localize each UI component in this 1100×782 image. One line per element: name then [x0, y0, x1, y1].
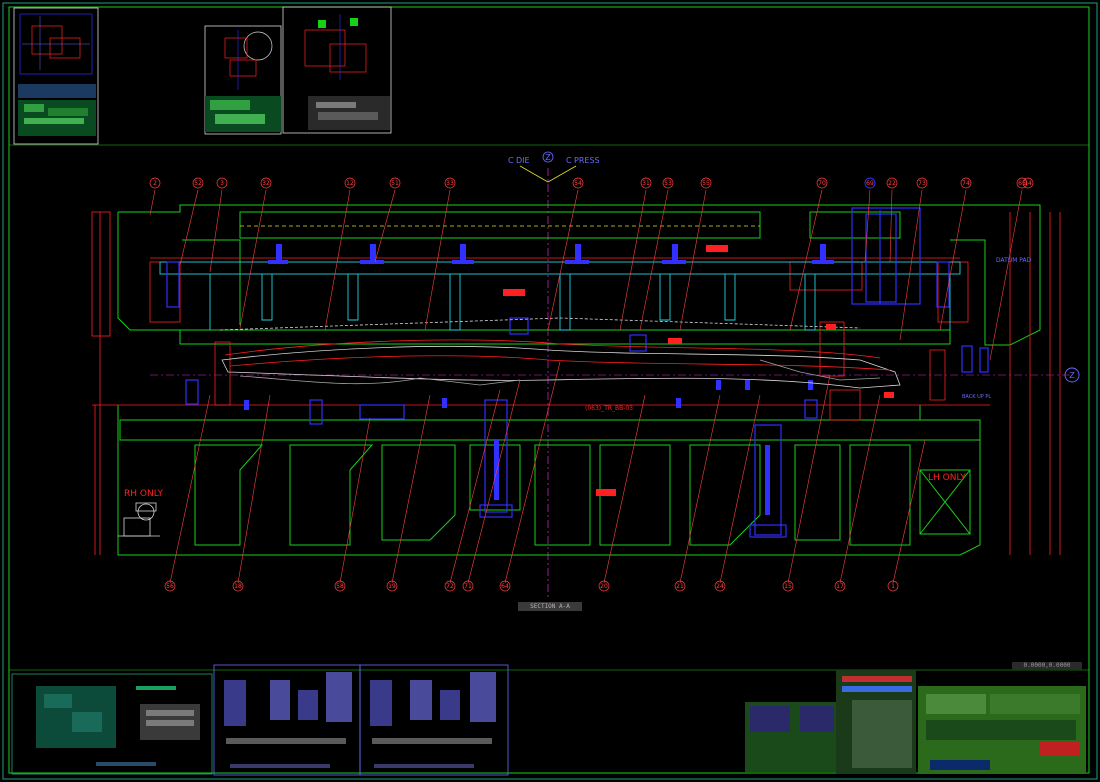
balloon[interactable]: 12	[344, 177, 356, 189]
balloons-bottom-group: 56 18 58 19 72 71 64 20 21 24 15 17 1	[164, 580, 899, 592]
svg-text:2: 2	[153, 180, 157, 187]
svg-text:71: 71	[464, 583, 472, 590]
svg-text:18: 18	[234, 583, 242, 590]
rh-only-note: RH ONLY	[124, 489, 164, 499]
svg-text:52: 52	[194, 180, 202, 187]
svg-text:55: 55	[702, 180, 710, 187]
svg-text:PRESS: PRESS	[574, 156, 600, 165]
svg-text:32: 32	[262, 180, 270, 187]
svg-text:56: 56	[166, 583, 174, 590]
balloon[interactable]: 19	[386, 580, 398, 592]
rh-cylinder-device	[118, 502, 160, 537]
svg-text:64: 64	[501, 583, 509, 590]
balloon[interactable]: 53	[662, 177, 674, 189]
blue-bolts	[244, 244, 834, 515]
svg-text:C: C	[566, 156, 572, 165]
balloon[interactable]: 22	[886, 177, 898, 189]
centerline-marker	[519, 165, 577, 183]
part-profile	[219, 317, 901, 389]
back-up-note: BACK UP PL	[962, 394, 991, 400]
balloon[interactable]: 1	[887, 580, 899, 592]
lh-only-note: LH ONLY	[928, 473, 966, 483]
leader-lines-top	[149, 189, 1023, 361]
coordinate-readout: 0.0000,0.0000	[1012, 662, 1082, 670]
svg-text:15: 15	[784, 583, 792, 590]
svg-text:C: C	[508, 156, 514, 165]
balloon[interactable]: 70	[816, 177, 828, 189]
leader-lines-bottom	[169, 361, 926, 584]
balloon[interactable]: 15	[782, 580, 794, 592]
detail-view-3	[282, 6, 392, 134]
svg-text:33: 33	[446, 180, 454, 187]
balloon[interactable]: 2	[149, 177, 161, 189]
balloon[interactable]: 18	[232, 580, 244, 592]
svg-text:DIE: DIE	[516, 156, 530, 165]
balloon[interactable]: 71	[462, 580, 474, 592]
balloon[interactable]: 64	[499, 580, 511, 592]
lower-die-frame	[117, 405, 981, 556]
balloon[interactable]: 69	[864, 177, 876, 189]
svg-text:65: 65	[1018, 180, 1026, 187]
datum-pad-note: DATUM PAD	[996, 257, 1032, 264]
svg-text:72: 72	[446, 583, 454, 590]
balloon[interactable]: 72	[444, 580, 456, 592]
svg-text:Z: Z	[1069, 371, 1075, 380]
balloons-top-group: 2 52 3 32 12 51 33 54 31 53 55 70 69 22 …	[149, 177, 1034, 189]
svg-text:19: 19	[388, 583, 396, 590]
svg-text:17: 17	[836, 583, 844, 590]
svg-text:74: 74	[962, 180, 970, 187]
red-tag-boxes	[503, 245, 894, 496]
svg-text:21: 21	[676, 583, 684, 590]
balloon[interactable]: 3	[216, 177, 228, 189]
balloon[interactable]: 51	[389, 177, 401, 189]
svg-text:73: 73	[918, 180, 926, 187]
svg-text:14: 14	[1024, 180, 1032, 187]
balloon[interactable]: 17	[834, 580, 846, 592]
balloon[interactable]: 14	[1022, 177, 1034, 189]
svg-text:24: 24	[716, 583, 724, 590]
balloon[interactable]: 74	[960, 177, 972, 189]
svg-text:20: 20	[600, 583, 608, 590]
svg-text:12: 12	[346, 180, 354, 187]
section-views-bottom	[213, 664, 509, 776]
section-label: SECTION A-A	[518, 602, 582, 611]
balloon[interactable]: 32	[260, 177, 272, 189]
balloon[interactable]: 31	[640, 177, 652, 189]
balloon[interactable]: 52	[192, 177, 204, 189]
part-code-note: (063)_TR_BB-03	[585, 405, 633, 412]
upper-pad-cyan	[159, 261, 961, 331]
svg-text:58: 58	[336, 583, 344, 590]
balloon[interactable]: 20	[598, 580, 610, 592]
balloon[interactable]: 54	[572, 177, 584, 189]
balloon[interactable]: 65	[1016, 177, 1028, 189]
svg-text:Z: Z	[545, 153, 551, 162]
balloon[interactable]: 55	[700, 177, 712, 189]
svg-text:31: 31	[642, 180, 650, 187]
svg-text:54: 54	[574, 180, 582, 187]
title-block-bottom-right	[745, 670, 1086, 774]
svg-text:51: 51	[391, 180, 399, 187]
inner-border	[8, 6, 1090, 774]
svg-text:70: 70	[818, 180, 826, 187]
balloon[interactable]: 56	[164, 580, 176, 592]
svg-text:1: 1	[891, 583, 895, 590]
svg-text:3: 3	[220, 180, 224, 187]
balloon[interactable]: 33	[444, 177, 456, 189]
svg-text:53: 53	[664, 180, 672, 187]
svg-text:22: 22	[888, 180, 896, 187]
balloon[interactable]: 73	[916, 177, 928, 189]
title-block-bottom-left	[11, 673, 213, 775]
detail-view-1	[13, 7, 99, 145]
svg-text:69: 69	[866, 180, 874, 187]
centerline-labels: C DIE Z C PRESS Z	[508, 151, 1080, 383]
balloon[interactable]: 24	[714, 580, 726, 592]
blue-components	[166, 207, 989, 538]
balloon[interactable]: 58	[334, 580, 346, 592]
balloon[interactable]: 21	[674, 580, 686, 592]
detail-view-2	[204, 25, 282, 135]
